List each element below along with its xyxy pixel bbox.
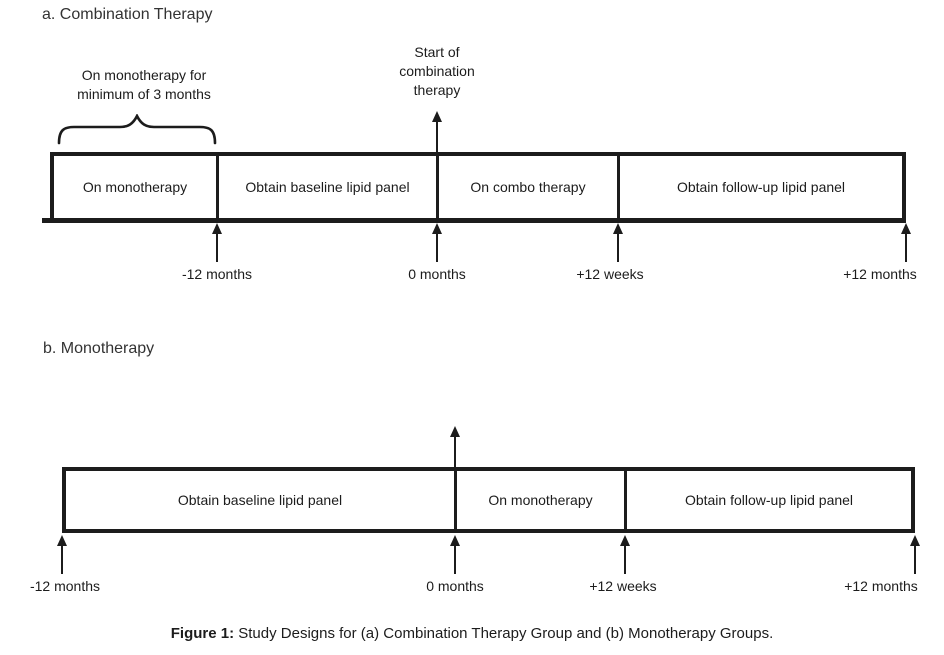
panel-a-start-annotation: Start of combination therapy (377, 43, 497, 100)
arrow-shaft (624, 546, 626, 574)
panel-b-title: b. Monotherapy (43, 340, 155, 357)
segment-divider (436, 156, 439, 218)
panel-b-top-arrow-icon (449, 426, 461, 467)
arrow-head (57, 535, 67, 546)
panel-a-timepoint-plus-12-months: +12 months (843, 266, 917, 282)
arrow-head (620, 535, 630, 546)
panel-a-segment-on-combo-therapy: On combo therapy (470, 179, 586, 195)
arrow-shaft (216, 234, 218, 262)
panel-a-timepoint-plus-12-weeks: +12 weeks (576, 266, 644, 282)
panel-a-timeline-bar: On monotherapy Obtain baseline lipid pan… (50, 152, 906, 223)
panel-a-timepoint-0-months: 0 months (408, 266, 466, 282)
start-annotation-line-1: Start of (414, 44, 460, 60)
start-annotation-line-3: therapy (413, 82, 461, 98)
panel-a-timepoint-minus-12-months: -12 months (181, 266, 253, 282)
arrow-head (212, 223, 222, 234)
segment-divider (624, 471, 627, 529)
baseline-extension (42, 218, 52, 223)
panel-b-timepoint-plus-12-weeks: +12 weeks (589, 578, 657, 594)
panel-a-segment-followup-lipid-panel: Obtain follow-up lipid panel (676, 179, 846, 195)
arrow-shaft (454, 437, 456, 467)
arrow-head (450, 535, 460, 546)
panel-a-arrow-0-months (431, 223, 443, 262)
panel-a-segment-baseline-lipid-panel: Obtain baseline lipid panel (245, 179, 410, 195)
panel-b-timepoint-0-months: 0 months (426, 578, 484, 594)
arrow-shaft (454, 546, 456, 574)
arrow-shaft (436, 234, 438, 262)
figure-caption-label: Figure 1: (170, 625, 235, 642)
panel-b-timepoint-plus-12-months: +12 months (844, 578, 918, 594)
panel-a-arrow-plus-12-weeks (612, 223, 624, 262)
panel-a-title: a. Combination Therapy (42, 6, 213, 23)
panel-a-brace-annotation: On monotherapy for minimum of 3 months (54, 66, 234, 104)
brace-annotation-line-1: On monotherapy for (81, 67, 207, 83)
panel-b-segment-followup-lipid-panel: Obtain follow-up lipid panel (684, 492, 854, 508)
panel-b-segment-on-monotherapy: On monotherapy (488, 492, 593, 508)
panel-a-arrow-plus-12-months (900, 223, 912, 262)
start-annotation-line-2: combination (399, 63, 475, 79)
panel-a-segment-on-monotherapy: On monotherapy (82, 179, 188, 195)
panel-a-start-arrow-icon (431, 111, 443, 152)
arrow-shaft (617, 234, 619, 262)
arrow-head (901, 223, 911, 234)
figure-caption: Figure 1: Study Designs for (a) Combinat… (0, 625, 944, 642)
panel-b-segment-baseline-lipid-panel: Obtain baseline lipid panel (177, 492, 343, 508)
segment-divider (454, 471, 457, 529)
arrow-head (910, 535, 920, 546)
figure-caption-text: Study Designs for (a) Combination Therap… (234, 625, 774, 642)
brace-annotation-line-2: minimum of 3 months (77, 86, 211, 102)
arrow-shaft (914, 546, 916, 574)
curly-brace-icon (57, 114, 217, 145)
arrow-shaft (905, 234, 907, 262)
panel-b-arrow-plus-12-weeks (619, 535, 631, 574)
arrow-head (432, 111, 442, 122)
segment-divider (216, 156, 219, 218)
arrow-shaft (436, 122, 438, 152)
panel-b-arrow-minus-12-months (56, 535, 68, 574)
panel-b-timeline-bar: Obtain baseline lipid panel On monothera… (62, 467, 915, 533)
arrow-head (613, 223, 623, 234)
arrow-head (432, 223, 442, 234)
panel-b-timepoint-minus-12-months: -12 months (29, 578, 101, 594)
arrow-head (450, 426, 460, 437)
panel-a-arrow-minus-12-months (211, 223, 223, 262)
arrow-shaft (61, 546, 63, 574)
panel-b-arrow-0-months (449, 535, 461, 574)
segment-divider (617, 156, 620, 218)
panel-b-arrow-plus-12-months (909, 535, 921, 574)
